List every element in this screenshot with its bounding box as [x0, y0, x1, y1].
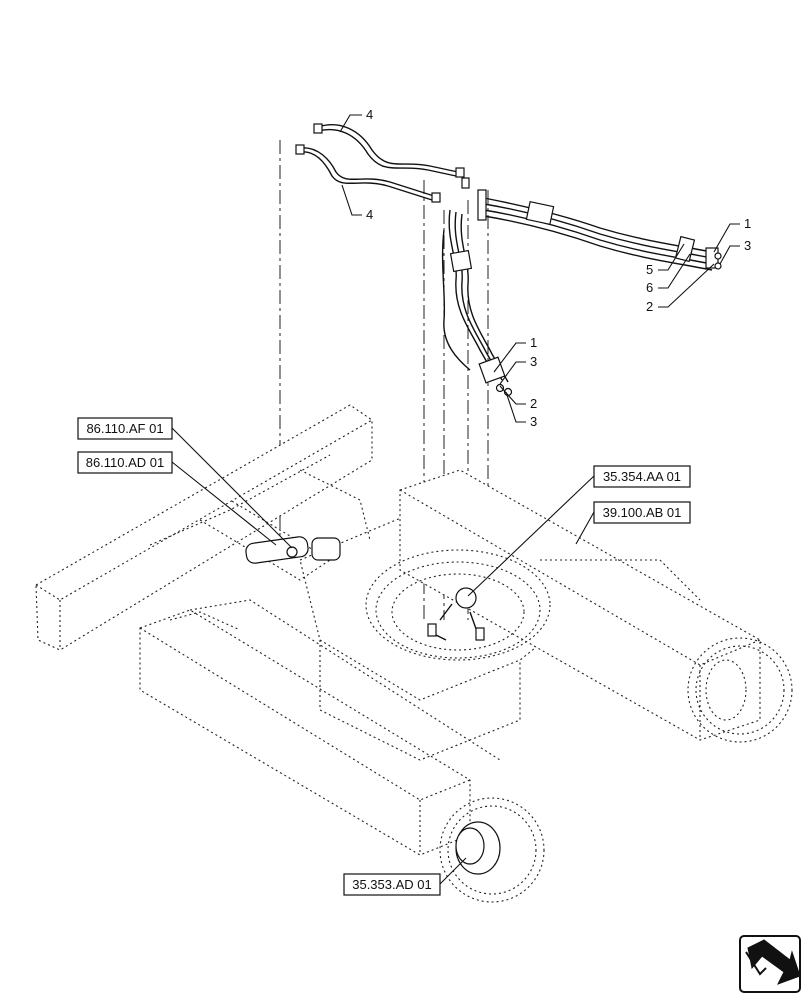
callout-right-2: 2 [646, 299, 653, 314]
hose-bundle-upper-right [477, 189, 722, 271]
callout-mid-2: 2 [530, 396, 537, 411]
hose-bundle-drop [441, 209, 513, 397]
callout-right-5: 5 [646, 262, 653, 277]
hose-assembly-item-4 [295, 123, 470, 203]
callout-right-6: 6 [646, 280, 653, 295]
ref-label-86-110-af: 86.110.AF 01 [86, 421, 163, 436]
ref-box-35-353-ad[interactable]: 35.353.AD 01 [343, 873, 441, 896]
front-sprocket [439, 797, 545, 903]
next-page-arrow-icon[interactable] [739, 935, 801, 993]
rear-sprocket [687, 637, 793, 743]
callout-mid-3b: 3 [530, 414, 537, 429]
callout-mid-3a: 3 [530, 354, 537, 369]
callout-right-3: 3 [744, 238, 751, 253]
ref-box-39-100-ab[interactable]: 39.100.AB 01 [593, 501, 691, 524]
callouts: 4 4 1 3 5 6 2 1 3 2 3 [339, 107, 751, 429]
ref-label-39-100-ab: 39.100.AB 01 [603, 505, 682, 520]
ref-box-86-110-af[interactable]: 86.110.AF 01 [77, 417, 173, 440]
callout-right-1: 1 [744, 216, 751, 231]
undercarriage-frame [35, 404, 761, 856]
callout-4-upper: 4 [366, 107, 373, 122]
ref-box-35-354-aa[interactable]: 35.354.AA 01 [593, 465, 691, 488]
callout-mid-1: 1 [530, 335, 537, 350]
callout-4-lower: 4 [366, 207, 373, 222]
ref-label-35-354-aa: 35.354.AA 01 [603, 469, 681, 484]
ref-label-86-110-ad: 86.110.AD 01 [86, 455, 165, 470]
ref-box-86-110-ad[interactable]: 86.110.AD 01 [77, 451, 173, 474]
ref-label-35-353-ad: 35.353.AD 01 [352, 877, 432, 892]
